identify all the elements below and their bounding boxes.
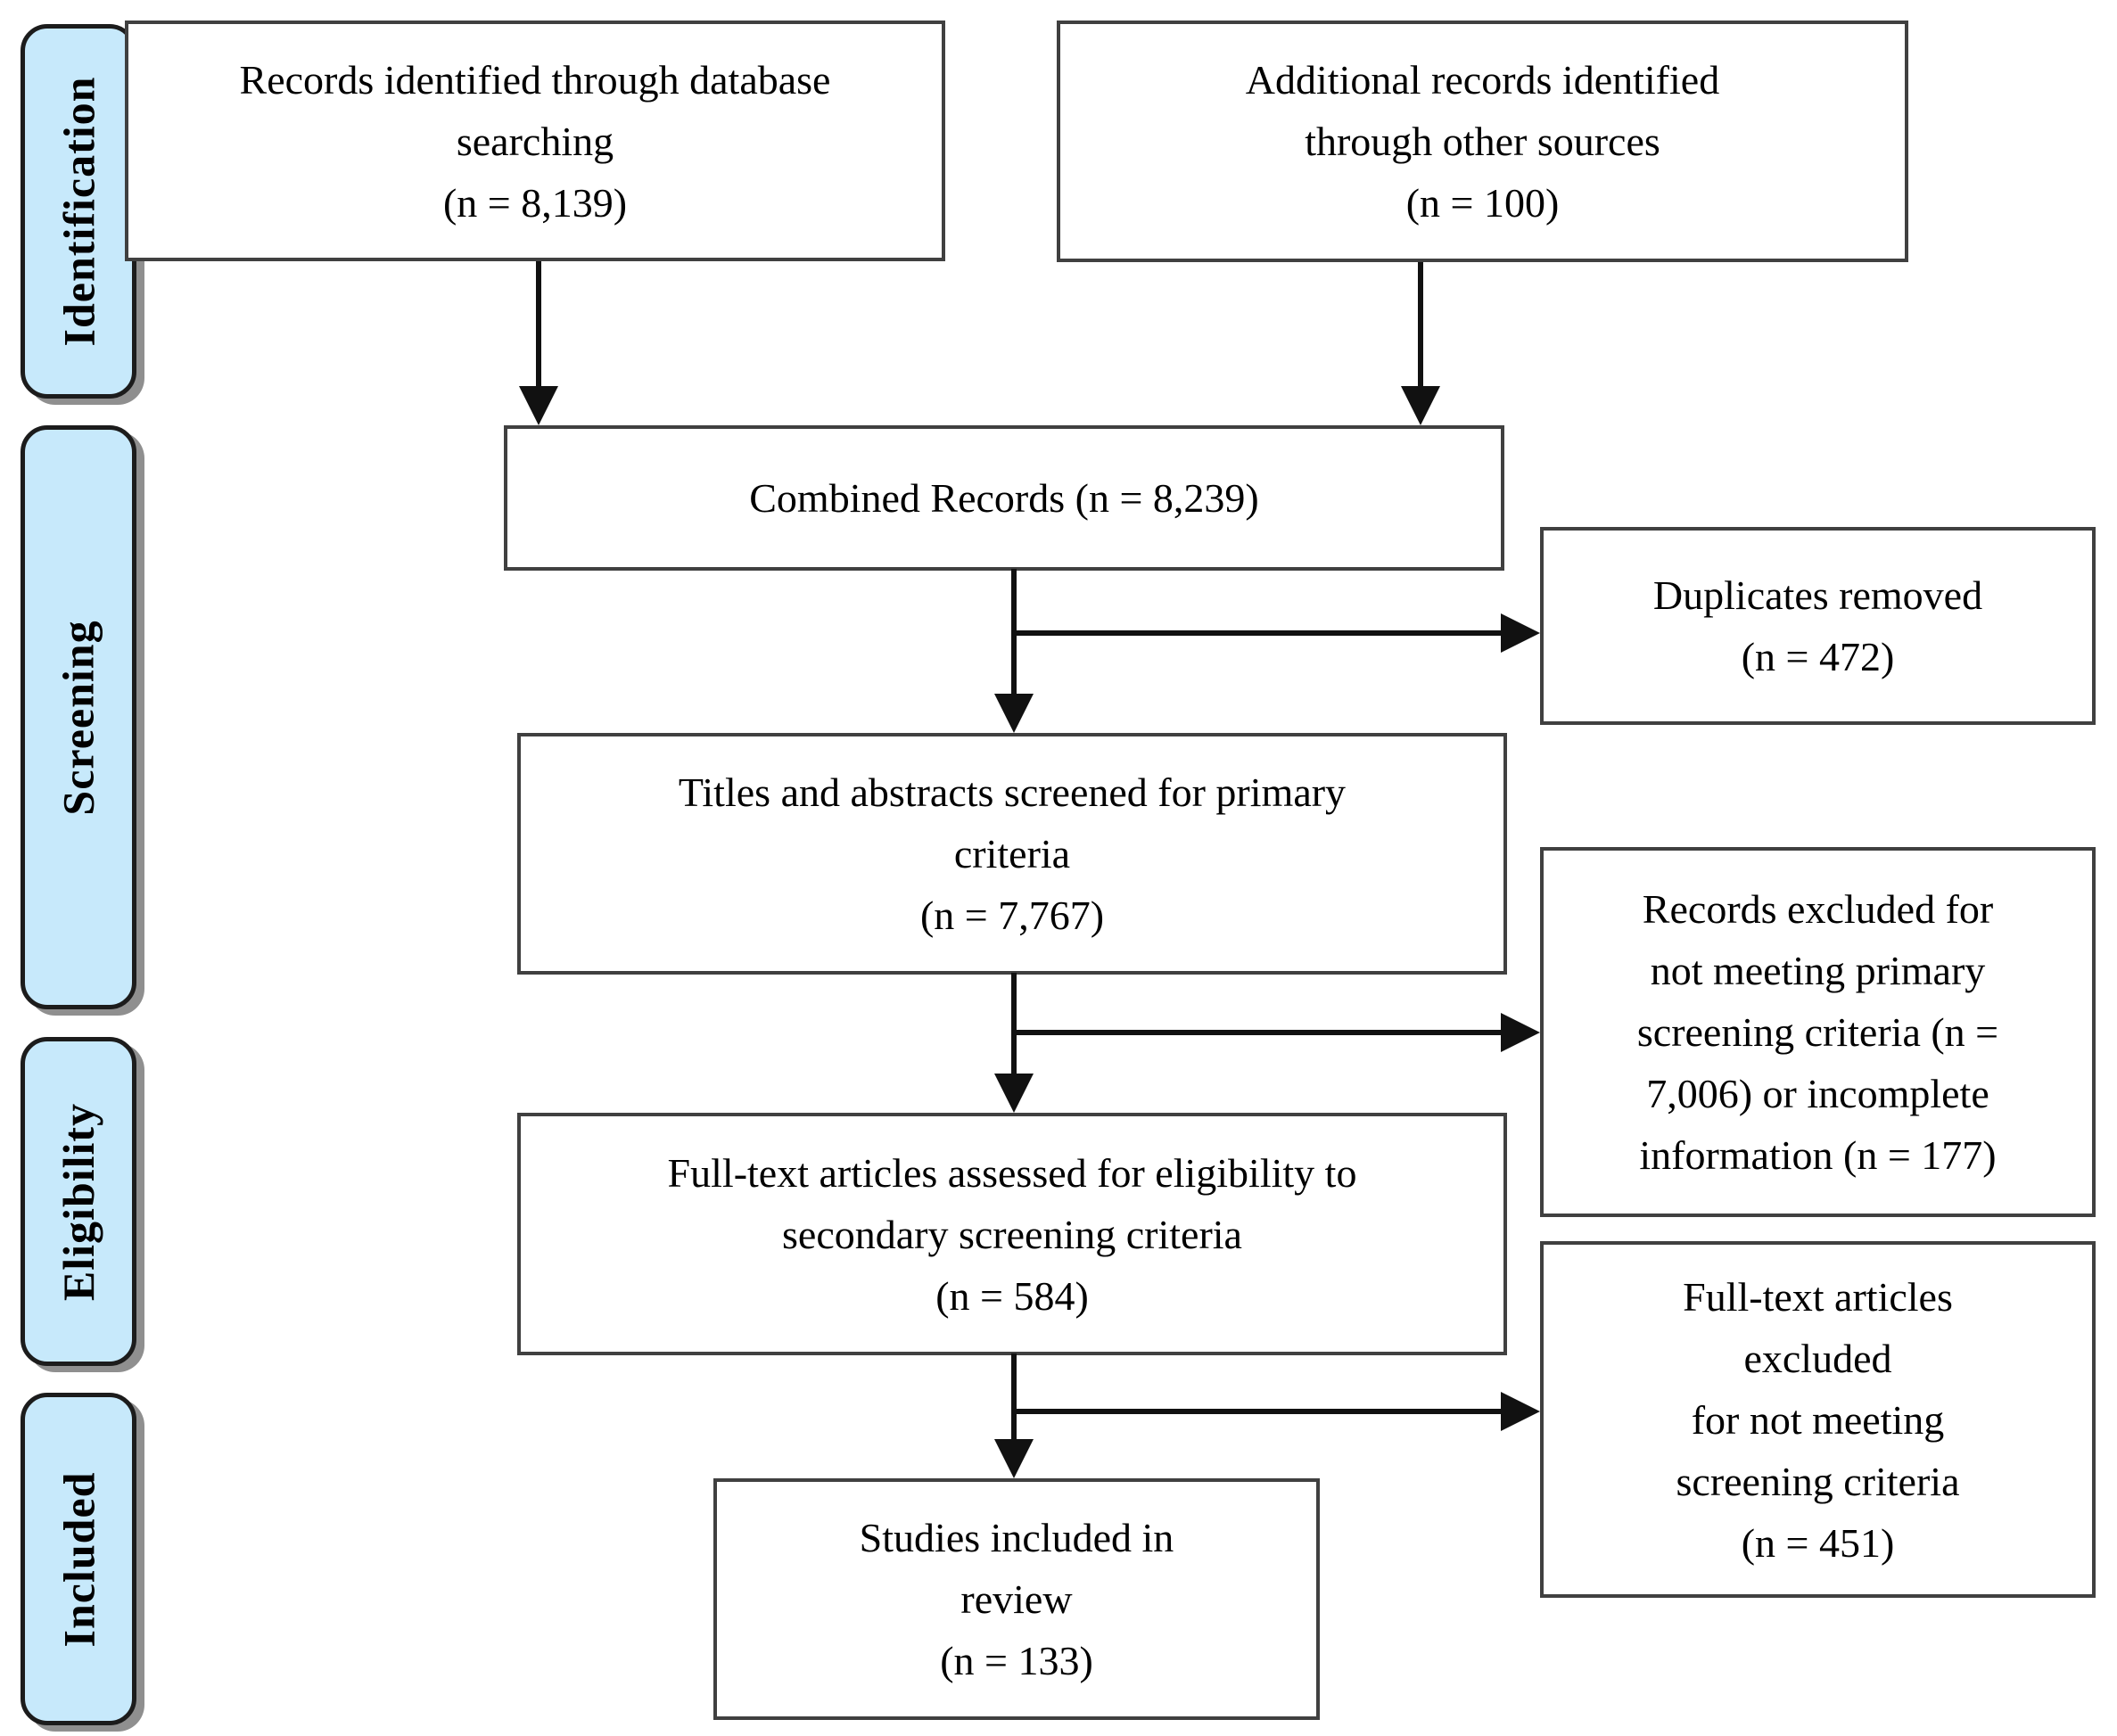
connector-records-to-combined-line — [536, 261, 541, 386]
stage-identification-label: Identification — [54, 76, 103, 347]
box-fulltext-assessed-text: Full-text articles assessed for eligibil… — [667, 1149, 1357, 1319]
box-additional-records-text: Additional records identified through ot… — [1245, 57, 1720, 226]
stage-screening-label: Screening — [54, 619, 103, 816]
connector-titles-to-fulltext-arrowhead-icon — [994, 1074, 1034, 1113]
connector-records-to-combined-arrowhead-icon — [519, 386, 558, 425]
box-records-identified: Records identified through database sear… — [125, 21, 945, 261]
stage-included: Included — [21, 1393, 136, 1725]
box-combined-records: Combined Records (n = 8,239) — [504, 425, 1504, 571]
box-titles-screened-text: Titles and abstracts screened for primar… — [678, 769, 1347, 938]
box-studies-included-text: Studies included in review (n = 133) — [859, 1515, 1174, 1683]
box-fulltext-assessed: Full-text articles assessed for eligibil… — [517, 1113, 1507, 1355]
connector-fulltext-to-excluded-arrowhead-icon — [1501, 1392, 1540, 1431]
connector-combined-to-titles-arrowhead-icon — [994, 694, 1034, 733]
stage-eligibility-label: Eligibility — [54, 1102, 104, 1301]
stage-screening: Screening — [21, 425, 136, 1009]
connector-titles-to-fulltext-line — [1011, 973, 1017, 1074]
box-fulltext-excluded: Full-text articles excluded for not meet… — [1540, 1241, 2096, 1598]
connector-fulltext-to-studies-arrowhead-icon — [994, 1439, 1034, 1478]
box-records-identified-text: Records identified through database sear… — [239, 56, 831, 226]
connector-fulltext-to-studies-line — [1011, 1353, 1017, 1439]
box-titles-screened: Titles and abstracts screened for primar… — [517, 733, 1507, 975]
connector-titles-to-excluded-arrowhead-icon — [1501, 1013, 1540, 1052]
connector-combined-to-duplicates-arrowhead-icon — [1501, 613, 1540, 653]
box-duplicates-removed: Duplicates removed (n = 472) — [1540, 527, 2096, 725]
stage-eligibility: Eligibility — [21, 1037, 136, 1366]
connector-combined-to-duplicates-line — [1014, 630, 1501, 636]
box-additional-records: Additional records identified through ot… — [1057, 21, 1908, 262]
box-combined-records-text: Combined Records (n = 8,239) — [749, 475, 1259, 521]
connector-additional-to-combined-line — [1418, 262, 1423, 386]
box-records-excluded: Records excluded for not meeting primary… — [1540, 847, 2096, 1217]
connector-titles-to-excluded-line — [1014, 1030, 1501, 1035]
box-studies-included: Studies included in review (n = 133) — [713, 1478, 1320, 1720]
box-duplicates-removed-text: Duplicates removed (n = 472) — [1652, 572, 1983, 679]
stage-included-label: Included — [54, 1471, 103, 1647]
stage-identification: Identification — [21, 24, 136, 399]
connector-additional-to-combined-arrowhead-icon — [1401, 386, 1440, 425]
box-fulltext-excluded-text: Full-text articles excluded for not meet… — [1676, 1273, 1960, 1566]
connector-fulltext-to-excluded-line — [1014, 1409, 1501, 1414]
box-records-excluded-text: Records excluded for not meeting primary… — [1636, 886, 1999, 1178]
